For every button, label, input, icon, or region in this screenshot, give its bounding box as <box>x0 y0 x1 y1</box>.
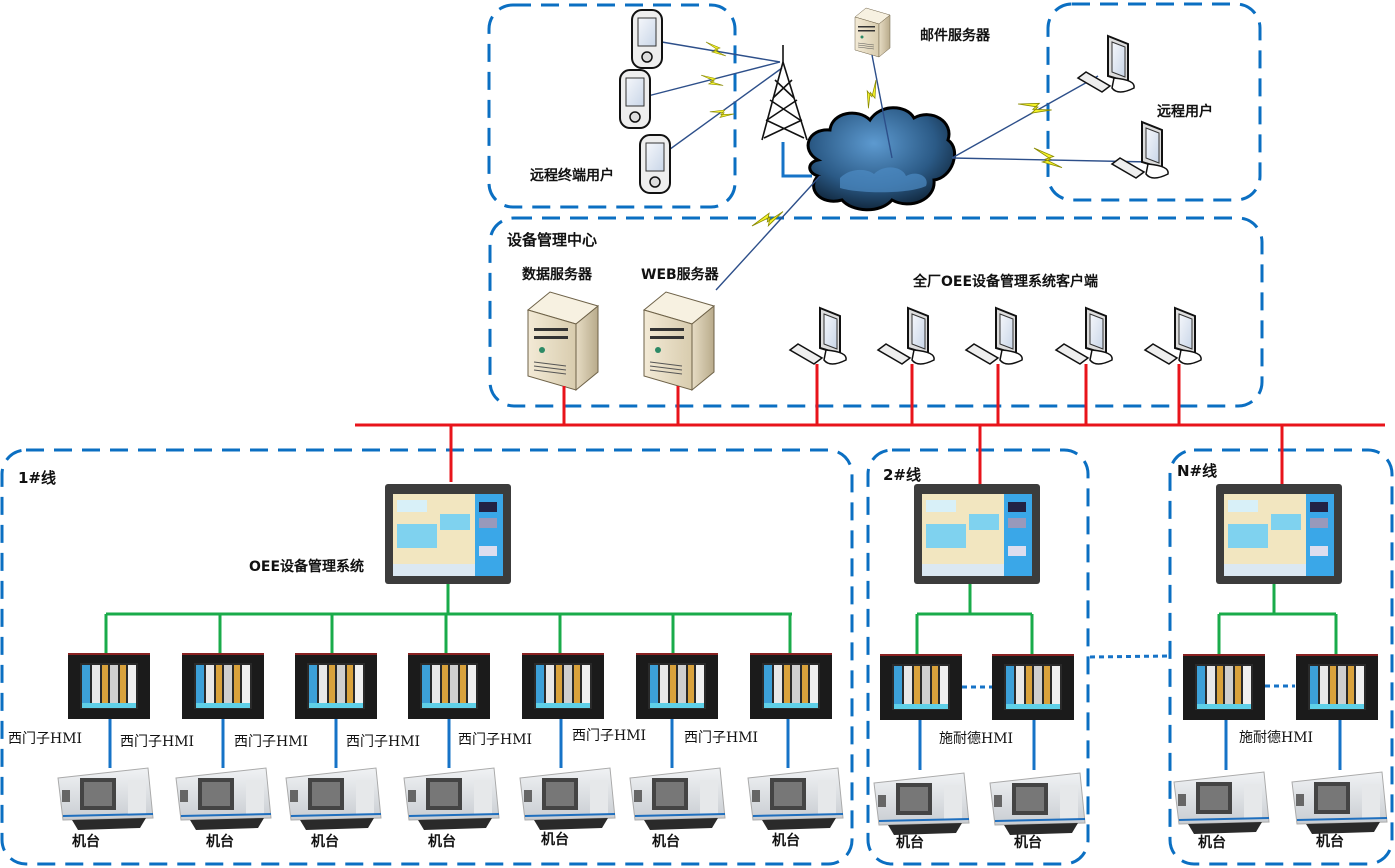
pda-icon <box>619 69 651 129</box>
line2-hmi-1 <box>880 654 962 720</box>
region-mgmt-center <box>488 216 1264 408</box>
lineN-hmi-1 <box>1183 654 1265 720</box>
line1-machine-6 <box>629 767 726 831</box>
line1-machine-label: 机台 <box>206 834 234 850</box>
region-remote-terminal <box>487 3 737 209</box>
line2-machine-2 <box>989 772 1086 836</box>
line2-machine-label: 机台 <box>896 835 924 851</box>
mail-server-icon <box>854 7 891 58</box>
web-server-icon <box>643 291 715 391</box>
mail-server-label: 邮件服务器 <box>920 28 990 44</box>
internet-cloud-icon <box>806 106 957 212</box>
line1-hmi-3 <box>295 653 377 719</box>
line1-hmi-label: 西门子HMI <box>572 728 647 744</box>
lineN-title: N#线 <box>1177 462 1218 480</box>
line2-hmi-2 <box>992 654 1074 720</box>
region-line1 <box>0 448 854 866</box>
line1-machine-5 <box>519 767 616 831</box>
line1-machine-2 <box>175 767 272 831</box>
remote-pc-icon <box>1111 121 1170 179</box>
pda-icon <box>639 134 671 194</box>
lineN-hmi-2 <box>1296 654 1378 720</box>
fieldbus-line1 <box>104 584 792 653</box>
client-pc-icon <box>965 307 1024 365</box>
wireless-links <box>639 39 783 161</box>
remote-terminal-users-label: 远程终端用户 <box>530 168 614 184</box>
oee-panel-lineN <box>1216 484 1342 584</box>
line1-machine-label: 机台 <box>541 832 569 848</box>
line1-hmi-label: 西门子HMI <box>458 732 533 748</box>
data-server-icon <box>527 291 599 391</box>
line1-machine-7 <box>747 767 844 831</box>
line1-machine-label: 机台 <box>772 833 800 849</box>
line1-title: 1#线 <box>18 469 57 487</box>
line-link-dotted <box>1089 654 1169 659</box>
line1-machine-3 <box>285 767 382 831</box>
line1-machine-4 <box>403 767 500 831</box>
fieldbus-lineN <box>1217 584 1338 654</box>
fieldbus-line2 <box>915 584 1034 654</box>
client-pc-icon <box>789 307 848 365</box>
client-pc-icon <box>877 307 936 365</box>
line1-hmi-4 <box>408 653 490 719</box>
line1-hmi-label: 西门子HMI <box>120 734 195 750</box>
line1-hmi-2 <box>182 653 264 719</box>
lineN-machine-1 <box>1173 771 1270 835</box>
mgmt-center-title: 设备管理中心 <box>507 231 598 249</box>
line1-machine-label: 机台 <box>652 834 680 850</box>
lineN-machine-label: 机台 <box>1316 834 1344 850</box>
remote-users-label: 远程用户 <box>1157 104 1213 120</box>
line1-hmi-label: 西门子HMI <box>684 730 759 746</box>
lineN-machine-label: 机台 <box>1198 835 1226 851</box>
line1-hmi-5 <box>522 653 604 719</box>
region-line2 <box>866 448 1090 866</box>
oee-panel-line1 <box>385 484 511 584</box>
line2-machine-1 <box>873 772 970 836</box>
line1-machine-1 <box>57 767 154 831</box>
oee-panel-line2 <box>914 484 1040 584</box>
line2-hmi-label: 施耐德HMI <box>939 731 1014 747</box>
line1-hmi-1 <box>68 653 150 719</box>
line2-machine-label: 机台 <box>1014 835 1042 851</box>
line1-oee-label: OEE设备管理系统 <box>249 559 365 575</box>
lineN-hmi-label: 施耐德HMI <box>1239 730 1314 746</box>
ethernet-backbone <box>355 364 1385 484</box>
line1-machine-label: 机台 <box>72 834 100 850</box>
line2-title: 2#线 <box>883 466 922 484</box>
line1-hmi-label: 西门子HMI <box>346 734 421 750</box>
line1-hmi-label: 西门子HMI <box>8 731 83 747</box>
line1-hmi-6 <box>636 653 718 719</box>
lineN-machine-2 <box>1291 771 1388 835</box>
pda-icon <box>631 9 663 69</box>
line1-hmi-7 <box>750 653 832 719</box>
client-pc-icon <box>1144 307 1203 365</box>
remote-pc-icon <box>1077 35 1136 93</box>
clients-label: 全厂OEE设备管理系统客户端 <box>913 274 1099 290</box>
data-server-label: 数据服务器 <box>522 267 592 283</box>
line1-machine-label: 机台 <box>311 834 339 850</box>
client-pc-icon <box>1055 307 1114 365</box>
cell-tower-icon <box>761 45 808 141</box>
line1-machine-label: 机台 <box>428 834 456 850</box>
line1-hmi-label: 西门子HMI <box>234 734 309 750</box>
tower-to-cloud-link <box>781 142 812 178</box>
web-server-label: WEB服务器 <box>641 267 719 283</box>
